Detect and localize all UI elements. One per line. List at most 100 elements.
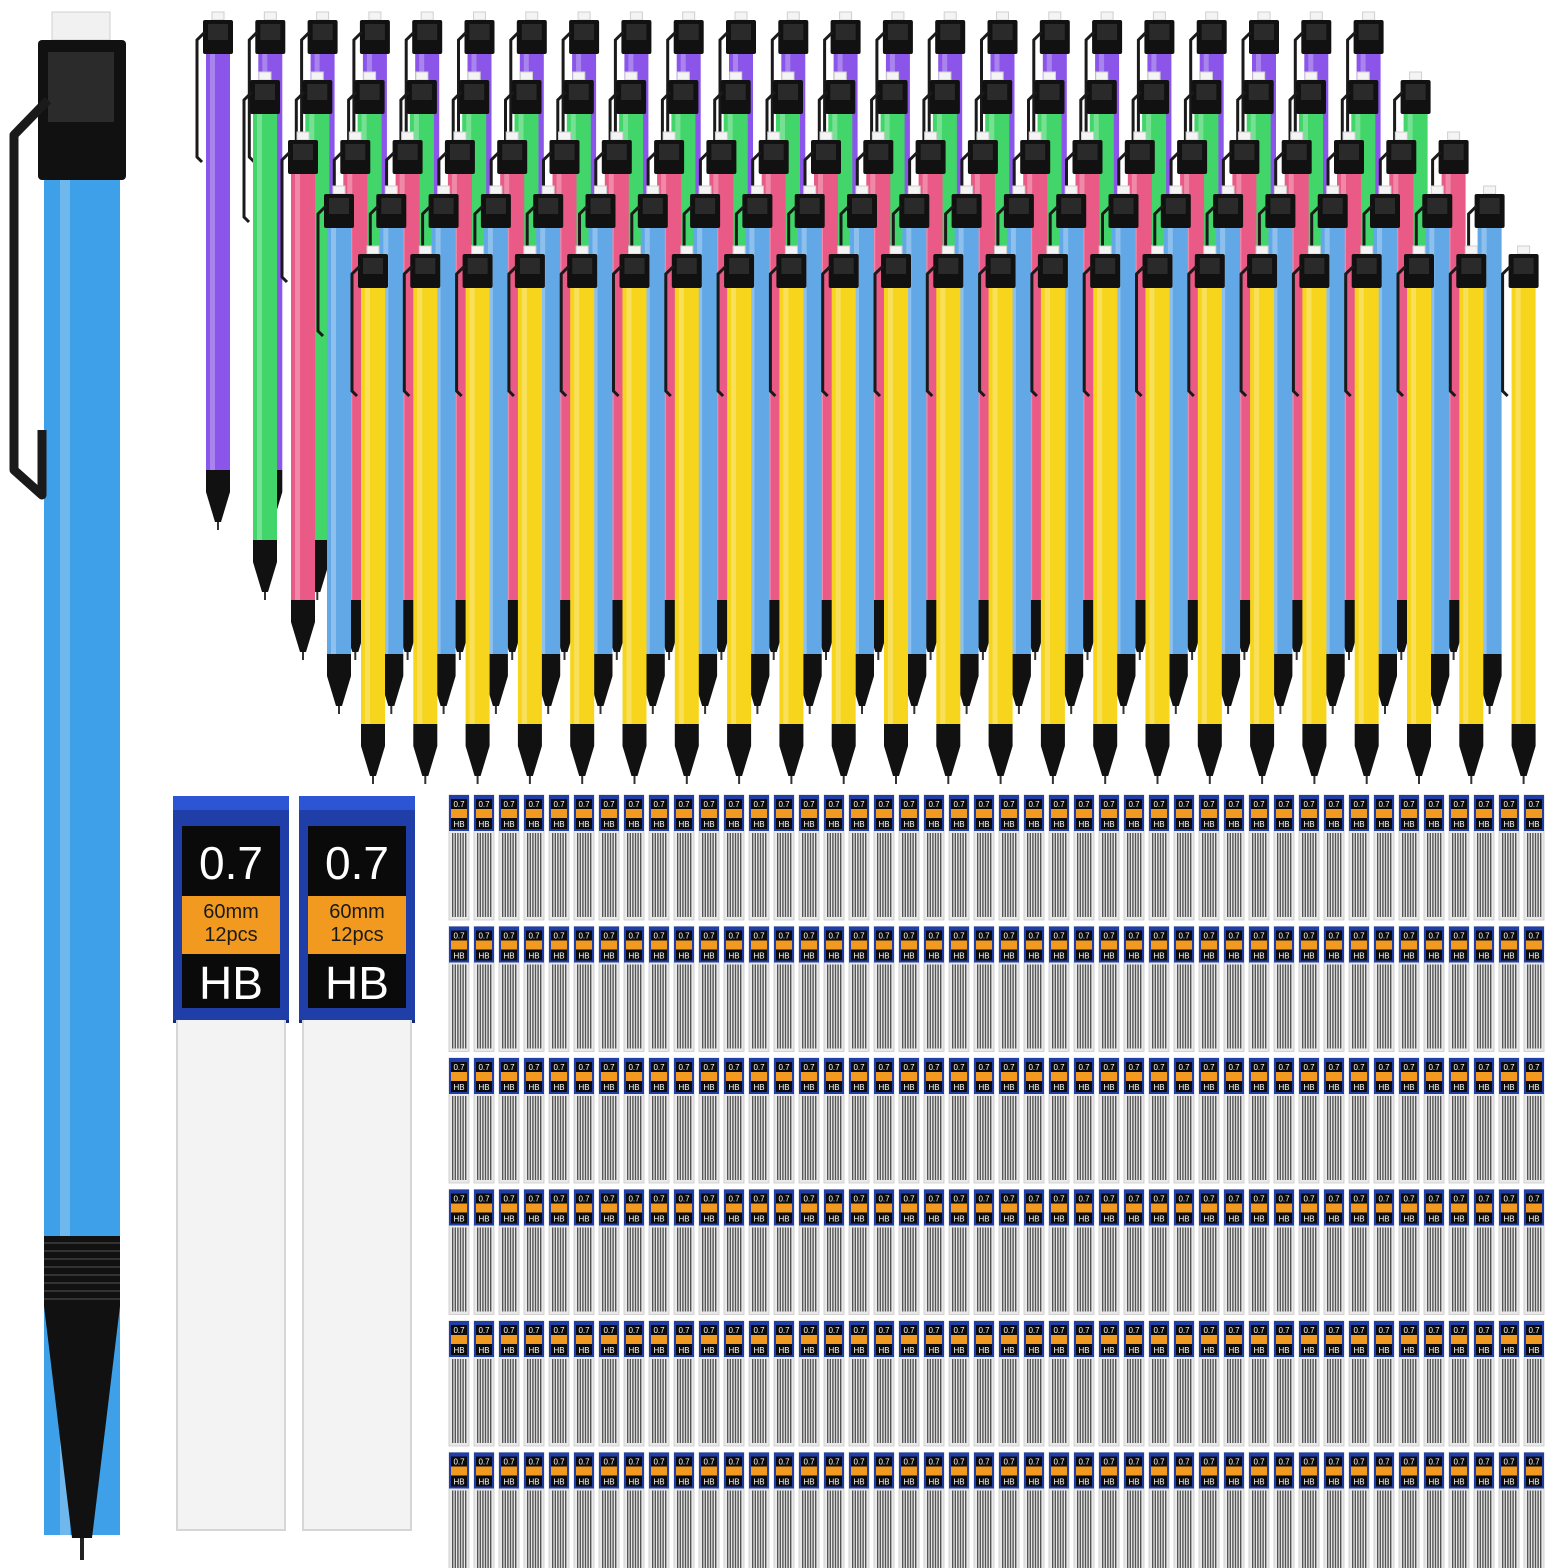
small-lead-box: 0.7HB (948, 1320, 970, 1447)
small-lead-size: 0.7 (1478, 800, 1490, 809)
small-lead-grade: HB (1003, 820, 1014, 829)
small-lead-grade: HB (1428, 1478, 1439, 1487)
small-lead-box: 0.7HB (923, 1320, 945, 1447)
small-lead-grade: HB (978, 820, 989, 829)
small-lead-grade: HB (678, 952, 689, 961)
small-lead-box: 0.7HB (598, 1057, 620, 1184)
pencil (978, 245, 1016, 784)
small-lead-grade: HB (778, 1215, 789, 1224)
small-lead-box: 0.7HB (1348, 1189, 1370, 1315)
small-lead-size: 0.7 (978, 932, 990, 941)
small-lead-grade: HB (803, 1478, 814, 1487)
small-lead-grade: HB (1528, 1215, 1539, 1224)
small-lead-size: 0.7 (1103, 1458, 1115, 1467)
lead-grade: HB (199, 957, 263, 1009)
small-lead-box: 0.7HB (1373, 1189, 1395, 1315)
small-lead-box: 0.7HB (1273, 926, 1295, 1052)
small-lead-grade: HB (778, 1083, 789, 1092)
small-lead-grade: HB (478, 1478, 489, 1487)
small-lead-grade: HB (803, 1083, 814, 1092)
small-lead-size: 0.7 (553, 800, 565, 809)
small-lead-box: 0.7HB (1248, 926, 1270, 1052)
small-lead-box: 0.7HB (873, 1057, 895, 1184)
lead-box-label: 0.7 60mm 12pcs HB (308, 826, 406, 1008)
small-lead-size: 0.7 (828, 1326, 840, 1335)
small-lead-box: 0.7HB (473, 926, 495, 1052)
small-lead-box: 0.7HB (598, 1189, 620, 1315)
small-lead-size: 0.7 (1028, 1458, 1040, 1467)
small-lead-box: 0.7HB (848, 1452, 870, 1568)
small-lead-grade: HB (653, 1083, 664, 1092)
small-lead-grade: HB (1328, 1083, 1339, 1092)
small-lead-size: 0.7 (503, 1326, 515, 1335)
small-lead-box: 0.7HB (1523, 926, 1545, 1052)
small-lead-box: 0.7HB (1498, 1320, 1520, 1447)
small-lead-grade: HB (653, 1346, 664, 1355)
small-lead-size: 0.7 (978, 1195, 990, 1204)
small-lead-size: 0.7 (1128, 932, 1140, 941)
small-lead-size: 0.7 (1003, 1195, 1015, 1204)
small-lead-size: 0.7 (1178, 1063, 1190, 1072)
small-lead-size: 0.7 (503, 932, 515, 941)
small-lead-grade: HB (1403, 1478, 1414, 1487)
small-lead-box: 0.7HB (598, 794, 620, 921)
pencil (925, 245, 964, 784)
small-lead-grade: HB (728, 1083, 739, 1092)
small-lead-box: 0.7HB (848, 1320, 870, 1447)
small-lead-grade: HB (1253, 1478, 1264, 1487)
small-lead-box: 0.7HB (548, 1189, 570, 1315)
small-lead-box: 0.7HB (698, 1320, 720, 1447)
small-lead-box: 0.7HB (1498, 1057, 1520, 1184)
small-lead-box: 0.7HB (748, 794, 770, 921)
small-lead-box: 0.7HB (948, 1189, 970, 1315)
pencil (242, 71, 280, 600)
small-lead-box: 0.7HB (1198, 1452, 1220, 1568)
small-lead-grade: HB (1228, 820, 1239, 829)
small-lead-grade: HB (1153, 820, 1164, 829)
small-lead-grade: HB (1103, 1083, 1114, 1092)
small-lead-box: 0.7HB (923, 926, 945, 1052)
small-lead-grade: HB (828, 1083, 839, 1092)
small-lead-box: 0.7HB (1323, 926, 1345, 1052)
small-lead-grade: HB (1378, 1215, 1389, 1224)
small-lead-grade: HB (1503, 1215, 1514, 1224)
small-lead-grade: HB (1278, 1346, 1289, 1355)
small-lead-grade: HB (928, 1346, 939, 1355)
small-lead-grade: HB (1303, 1083, 1314, 1092)
small-lead-size: 0.7 (1328, 1326, 1340, 1335)
small-lead-grade: HB (1278, 952, 1289, 961)
small-lead-box: 0.7HB (998, 794, 1020, 921)
small-lead-box: 0.7HB (1198, 1320, 1220, 1447)
small-lead-grade: HB (528, 952, 539, 961)
small-lead-box: 0.7HB (1298, 926, 1320, 1052)
small-lead-box: 0.7HB (1073, 794, 1095, 921)
small-lead-size: 0.7 (903, 1195, 915, 1204)
small-lead-box: 0.7HB (548, 794, 570, 921)
small-lead-grade: HB (478, 952, 489, 961)
small-lead-size: 0.7 (603, 1195, 615, 1204)
small-lead-size: 0.7 (1478, 1063, 1490, 1072)
small-lead-size: 0.7 (878, 800, 890, 809)
small-lead-size: 0.7 (1203, 1326, 1215, 1335)
small-lead-box: 0.7HB (898, 1320, 920, 1447)
small-lead-grade: HB (1428, 1215, 1439, 1224)
small-lead-size: 0.7 (1203, 1195, 1215, 1204)
featured-lead-box-2: 0.7 60mm 12pcs HB (299, 796, 415, 1531)
small-lead-grade: HB (903, 820, 914, 829)
small-lead-size: 0.7 (1028, 1063, 1040, 1072)
small-lead-size: 0.7 (1178, 932, 1190, 941)
small-lead-grade: HB (1178, 952, 1189, 961)
small-lead-box: 0.7HB (1148, 1452, 1170, 1568)
small-lead-grade: HB (503, 1478, 514, 1487)
small-lead-grade: HB (1128, 820, 1139, 829)
small-lead-size: 0.7 (828, 1458, 840, 1467)
small-lead-size: 0.7 (878, 1195, 890, 1204)
small-lead-size: 0.7 (1153, 1195, 1165, 1204)
small-lead-grade: HB (453, 820, 464, 829)
small-lead-box: 0.7HB (623, 1189, 645, 1315)
small-lead-size: 0.7 (1303, 800, 1315, 809)
small-lead-box: 0.7HB (1348, 1452, 1370, 1568)
small-lead-box: 0.7HB (698, 926, 720, 1052)
small-lead-box: 0.7HB (973, 1452, 995, 1568)
